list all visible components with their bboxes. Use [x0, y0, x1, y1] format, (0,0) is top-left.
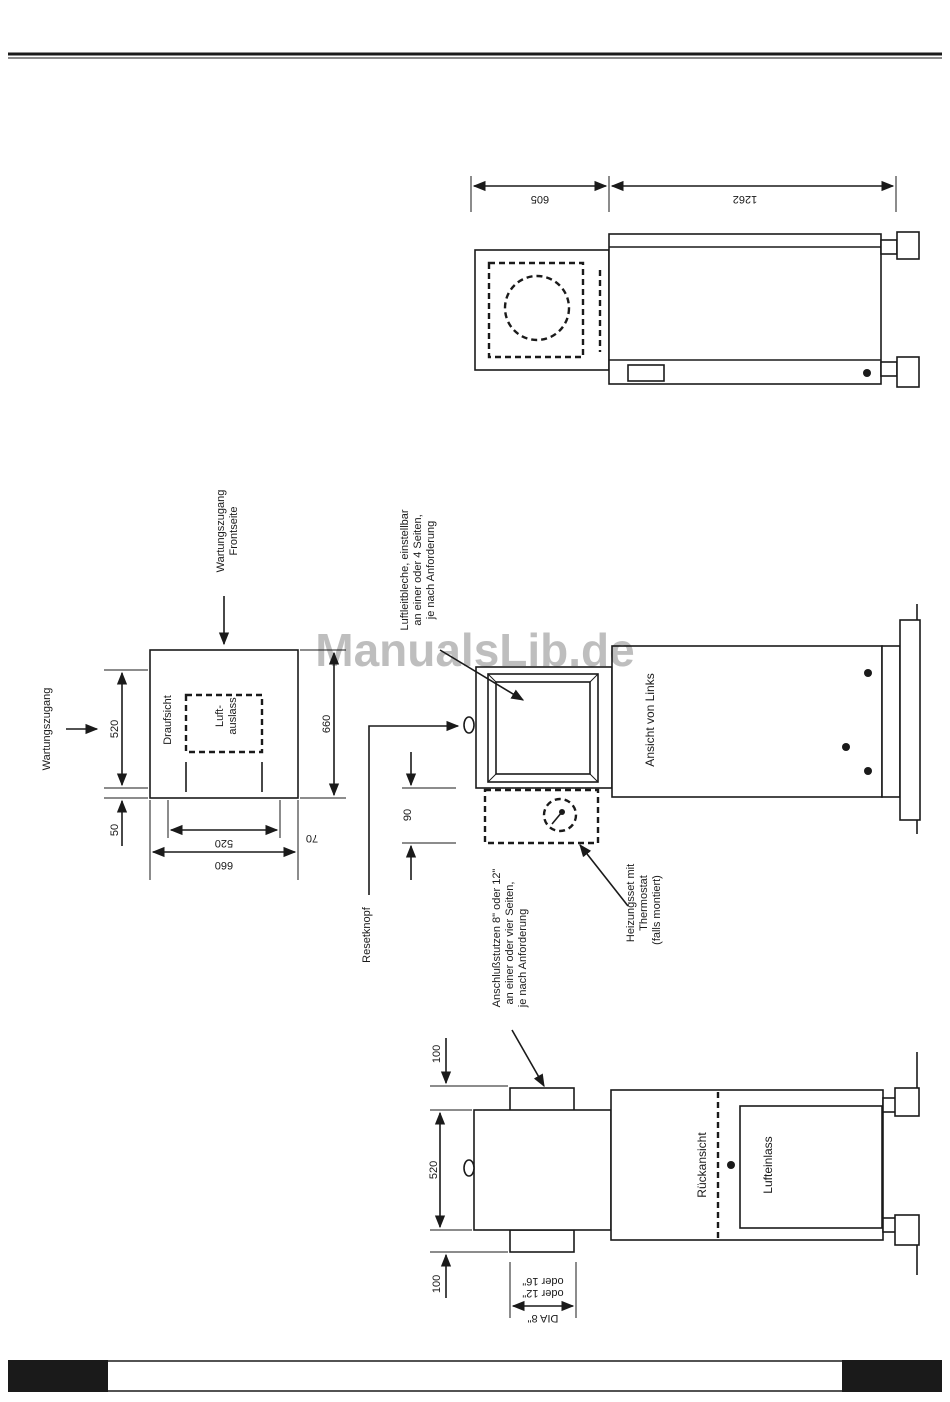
- header-rule: [8, 52, 942, 59]
- resetknopf-leader: [368, 720, 460, 895]
- unit-body: [608, 233, 882, 385]
- indicator-dot: [863, 369, 871, 377]
- unit-panel: [627, 364, 665, 382]
- foot-bottom: [896, 356, 920, 388]
- anschluss-leader: [511, 1029, 545, 1088]
- unit-body-links: [611, 645, 883, 798]
- label-lufteinlass: Lufteinlass: [761, 1136, 775, 1193]
- draufsicht-box: [149, 649, 299, 799]
- label-luftleitbleche-2: an einer oder 4 Seiten,: [412, 514, 424, 625]
- foot-back-bottom: [894, 1214, 920, 1246]
- label-dia-3: oder 16": [522, 1275, 563, 1287]
- dim-520-back: 520: [428, 1161, 440, 1179]
- label-luftleitbleche-1: Luftleitbleche, einstellbar: [399, 509, 411, 630]
- top-view-unit: 605 1262: [470, 176, 920, 388]
- foot-top: [896, 231, 920, 260]
- label-wartungszugang-frontseite-2: Frontseite: [228, 507, 240, 556]
- dim-1262: 1262: [733, 193, 757, 205]
- label-dia-2: oder 12": [522, 1287, 563, 1299]
- dim-50: 50: [109, 824, 121, 836]
- lufteinlass-panel: [739, 1105, 883, 1229]
- label-wartungszugang-frontseite-1: Wartungszugang: [215, 490, 227, 573]
- label-luftauslass-1: Luft-: [214, 705, 226, 727]
- draufsicht-view: Wartungszugang Wartungszugang Frontseite…: [41, 490, 346, 880]
- outlet-dashed-square: [487, 261, 585, 359]
- label-heizungsset-1: Heizungsset mit: [625, 864, 637, 942]
- label-luftleitbleche-3: je nach Anforderung: [425, 521, 437, 620]
- footer: [8, 1360, 942, 1392]
- label-anschluss-2: an einer oder vier Seiten,: [504, 882, 516, 1005]
- foot-back-top: [894, 1087, 920, 1117]
- heizungsset-leader: [579, 843, 629, 907]
- label-heizungsset-3: (falls montiert): [651, 875, 663, 945]
- dim-660-right: 660: [321, 715, 333, 733]
- label-heizungsset-2: Thermostat: [638, 875, 650, 931]
- base-plate-links: [899, 619, 921, 821]
- dim-70: 70: [306, 832, 318, 844]
- outlet-dashed-circle: [503, 274, 571, 342]
- dim-100-top: 100: [431, 1045, 443, 1063]
- plenum-box: [474, 249, 610, 371]
- label-wartungszugang: Wartungszugang: [41, 688, 53, 771]
- heizungsset-dashed: [483, 788, 600, 845]
- plenum-back: [473, 1109, 612, 1231]
- duct-collar-top: [509, 1087, 575, 1113]
- dim-100-bottom: 100: [431, 1275, 443, 1293]
- dim-520-left: 520: [109, 720, 121, 738]
- dim-90: 90: [402, 809, 414, 821]
- dim-605: 605: [531, 193, 549, 205]
- footer-block-right: [842, 1360, 942, 1392]
- luftleitblech-frame-inner: [495, 681, 591, 775]
- dim-660-bottom: 660: [215, 859, 233, 871]
- thermostat-dial: [542, 797, 578, 833]
- rueckansicht-view: Anschlußstutzen 8" oder 12" an einer ode…: [428, 869, 920, 1324]
- label-dia-1: DIA 8": [528, 1312, 559, 1324]
- luftleitbleche-leader: [439, 649, 525, 701]
- luftauslass-dashed: [184, 693, 264, 754]
- watermark: ManualsLib.de: [315, 624, 634, 676]
- resetknopf: [463, 716, 475, 734]
- duct-collar-bottom: [509, 1229, 575, 1253]
- dim-520-bottom: 520: [215, 837, 233, 849]
- label-anschluss-3: je nach Anforderung: [517, 909, 529, 1008]
- label-draufsicht: Draufsicht: [162, 695, 174, 745]
- ansicht-von-links-view: Ansicht von Links 90 Resetknopf Luftleit…: [361, 509, 921, 963]
- label-luftauslass-2: auslass: [227, 697, 239, 735]
- label-ansicht-von-links: Ansicht von Links: [643, 673, 657, 766]
- label-resetknopf: Resetknopf: [361, 906, 373, 963]
- footer-block-left: [8, 1360, 108, 1392]
- label-anschluss-1: Anschlußstutzen 8" oder 12": [491, 869, 503, 1008]
- label-rueckansicht: Rückansicht: [695, 1132, 709, 1198]
